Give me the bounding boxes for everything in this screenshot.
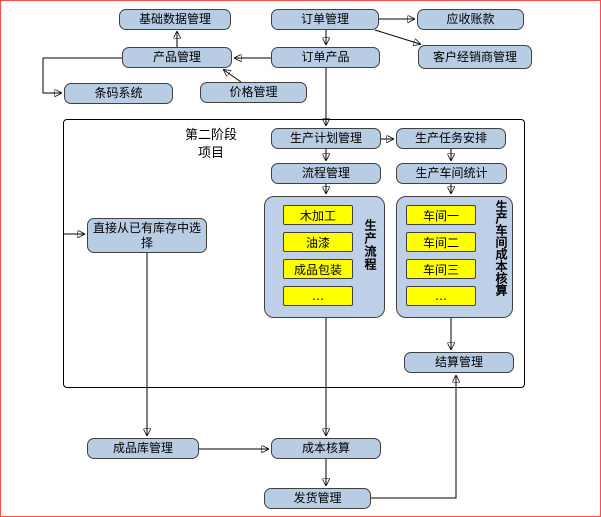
node-order-product: 订单产品 bbox=[271, 47, 380, 68]
node-workshop-stats: 生产车间统计 bbox=[396, 163, 507, 184]
phase2-group-box bbox=[63, 119, 525, 388]
arrow-price-to-product bbox=[224, 70, 242, 83]
node-basic-data-mgmt: 基础数据管理 bbox=[119, 9, 231, 30]
arrow-product-to-barcode bbox=[42, 57, 122, 93]
node-delivery-mgmt: 发货管理 bbox=[264, 488, 371, 509]
node-price-mgmt: 价格管理 bbox=[200, 82, 307, 103]
workshop-step: … bbox=[406, 286, 476, 306]
arrow-delivery-to-settlement bbox=[371, 376, 456, 499]
workshop-costing-vertical-label: 生产车间成本核算 bbox=[494, 200, 508, 296]
workshop-step: 车间二 bbox=[406, 232, 476, 252]
phase2-label: 第二阶段 项目 bbox=[167, 127, 255, 162]
node-cost-accounting: 成本核算 bbox=[271, 438, 381, 459]
workshop-step: 车间三 bbox=[406, 259, 476, 279]
production-flow-container: 木加工 油漆 成品包装 … 生产流程 bbox=[264, 196, 385, 318]
node-barcode-system: 条码系统 bbox=[64, 83, 173, 104]
node-product-mgmt: 产品管理 bbox=[122, 47, 232, 68]
flow-step: 油漆 bbox=[283, 232, 353, 252]
phase2-label-line1: 第二阶段 bbox=[184, 128, 237, 143]
phase2-label-line2: 项目 bbox=[197, 145, 224, 161]
flow-step: 木加工 bbox=[283, 205, 353, 225]
workshop-step: 车间一 bbox=[406, 205, 476, 225]
node-select-from-stock: 直接从已有库存中选择 bbox=[87, 218, 207, 253]
node-customer-dealer-mgmt: 客户经销商管理 bbox=[418, 45, 532, 69]
production-flow-vertical-label: 生产流程 bbox=[363, 219, 377, 271]
node-receivables: 应收账款 bbox=[417, 9, 524, 30]
node-settlement-mgmt: 结算管理 bbox=[404, 352, 514, 373]
node-production-task: 生产任务安排 bbox=[396, 128, 506, 149]
flow-step: … bbox=[283, 286, 353, 306]
node-production-plan-mgmt: 生产计划管理 bbox=[271, 128, 381, 149]
node-process-mgmt: 流程管理 bbox=[271, 163, 381, 184]
flow-step: 成品包装 bbox=[283, 259, 353, 279]
node-order-mgmt: 订单管理 bbox=[271, 9, 379, 30]
arrow-order-to-customerdealer bbox=[374, 29, 420, 44]
node-finished-goods-store: 成品库管理 bbox=[87, 438, 199, 459]
workshop-costing-container: 车间一 车间二 车间三 … 生产车间成本核算 bbox=[396, 196, 513, 318]
